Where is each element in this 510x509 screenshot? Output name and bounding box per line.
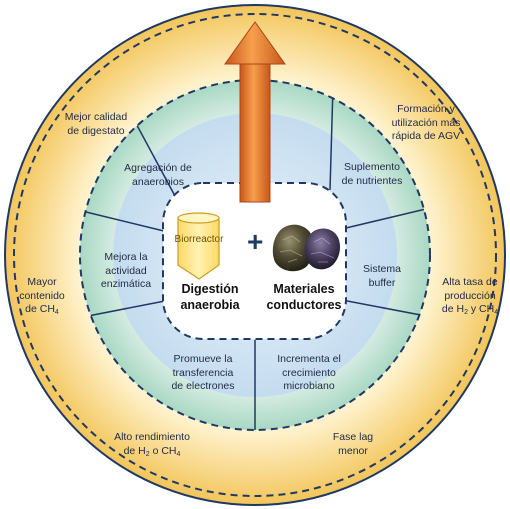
mid-left-line1: Mejora la: [104, 251, 148, 263]
middle-dashed-border: [79, 79, 431, 431]
core-digestion-line1: Digestión: [181, 282, 239, 296]
mid-label-left: Mejora la actividad enzimática: [88, 251, 164, 292]
mid-top-left-line2: anaerobios: [132, 175, 184, 188]
mid-bottom-right-line2: crecimiento: [282, 366, 336, 379]
outer-right-line3: de H2 y CH4: [430, 303, 510, 317]
outer-right-line3-pre: de H: [441, 303, 465, 316]
mid-top-right-line1: Suplemento: [343, 161, 401, 173]
mid-label-right: Sistema buffer: [350, 263, 414, 290]
mid-bottom-right-line1: Incrementa el: [277, 353, 341, 365]
outer-bottom-left-line2: de H2 o CH4: [92, 445, 212, 459]
outer-right-sub2: 4: [494, 309, 499, 317]
outer-bottom-left-mid: o CH: [149, 444, 177, 457]
outer-label-bottom-left: Alto rendimiento de H2 o CH4: [92, 431, 212, 459]
mid-left-line3: enzimática: [100, 278, 152, 291]
outer-bottom-left-pre: de H: [123, 444, 146, 457]
outer-left-line3: de CH4: [2, 303, 82, 317]
outer-right-line2: producción: [444, 289, 496, 302]
outer-label-top-right: Formación y utilización más rápida de AG…: [370, 103, 482, 144]
upward-arrow: [224, 21, 286, 203]
mid-label-bottom-right: Incrementa el crecimiento microbiano: [262, 353, 356, 394]
core-digestion-line2: anaerobia: [180, 298, 240, 313]
outer-label-bottom-right: Fase lag menor: [318, 431, 388, 458]
outer-left-line1: Mayor: [27, 276, 57, 288]
mid-right-line1: Sistema: [363, 263, 401, 275]
mid-right-line2: buffer: [368, 276, 396, 289]
outer-top-right-line2: utilización más: [391, 116, 461, 129]
outer-top-right-line1: Formación y: [397, 103, 455, 115]
outer-top-left-line2: de digestato: [67, 124, 125, 137]
bioreactor-label: Biorreactor: [174, 234, 224, 245]
outer-right-sub1: 2: [464, 309, 468, 317]
outer-left-line2: contenido: [19, 289, 65, 302]
plus-sign: +: [247, 226, 263, 257]
mid-left-line2: actividad: [105, 264, 147, 277]
outer-right-line1: Alta tasa de: [442, 276, 498, 288]
outer-left-line3-text: de CH: [25, 303, 55, 316]
outer-bottom-left-sub1: 2: [145, 450, 150, 458]
mid-bottom-left-line2: transferencia: [172, 366, 234, 379]
core-materials-line1: Materiales: [273, 282, 335, 296]
mid-top-right-line2: de nutrientes: [341, 174, 403, 187]
outer-bottom-left-line1: Alto rendimiento: [114, 431, 190, 443]
outer-bottom-right-line1: Fase lag: [332, 431, 374, 443]
mid-label-top-left: Agregación de anaerobios: [108, 162, 208, 189]
outer-label-top-left: Mejor calidad de digestato: [40, 111, 152, 138]
outer-bottom-left-sub2: 4: [176, 450, 181, 458]
core-materials-title: Materiales conductores: [262, 281, 346, 314]
bioreactor-icon: [177, 212, 220, 280]
outer-left-sub: 4: [54, 309, 59, 317]
segment-dividers: [85, 85, 430, 430]
core-materials-line2: conductores: [266, 298, 342, 313]
mid-label-bottom-left: Promueve la transferencia de electrones: [155, 353, 251, 394]
outer-dashed-border: [13, 13, 497, 497]
conductive-material-rocks-icon: [272, 224, 340, 272]
mid-label-top-right: Suplemento de nutrientes: [320, 161, 424, 188]
mid-bottom-right-line3: microbiano: [283, 380, 335, 393]
core-digestion-title: Digestión anaerobia: [168, 281, 252, 314]
outer-top-left-line1: Mejor calidad: [64, 111, 128, 123]
outer-label-right: Alta tasa de producción de H2 y CH4: [430, 276, 510, 317]
mid-bottom-left-line1: Promueve la: [173, 353, 233, 365]
mid-bottom-left-line3: de electrones: [171, 380, 235, 393]
outer-bottom-right-line2: menor: [338, 444, 368, 457]
outer-label-left: Mayor contenido de CH4: [2, 276, 82, 317]
outer-right-line3-mid: y CH: [467, 303, 495, 316]
mid-top-left-line1: Agregación de: [124, 162, 192, 174]
outer-top-right-line3: rápida de AGV: [391, 130, 461, 143]
